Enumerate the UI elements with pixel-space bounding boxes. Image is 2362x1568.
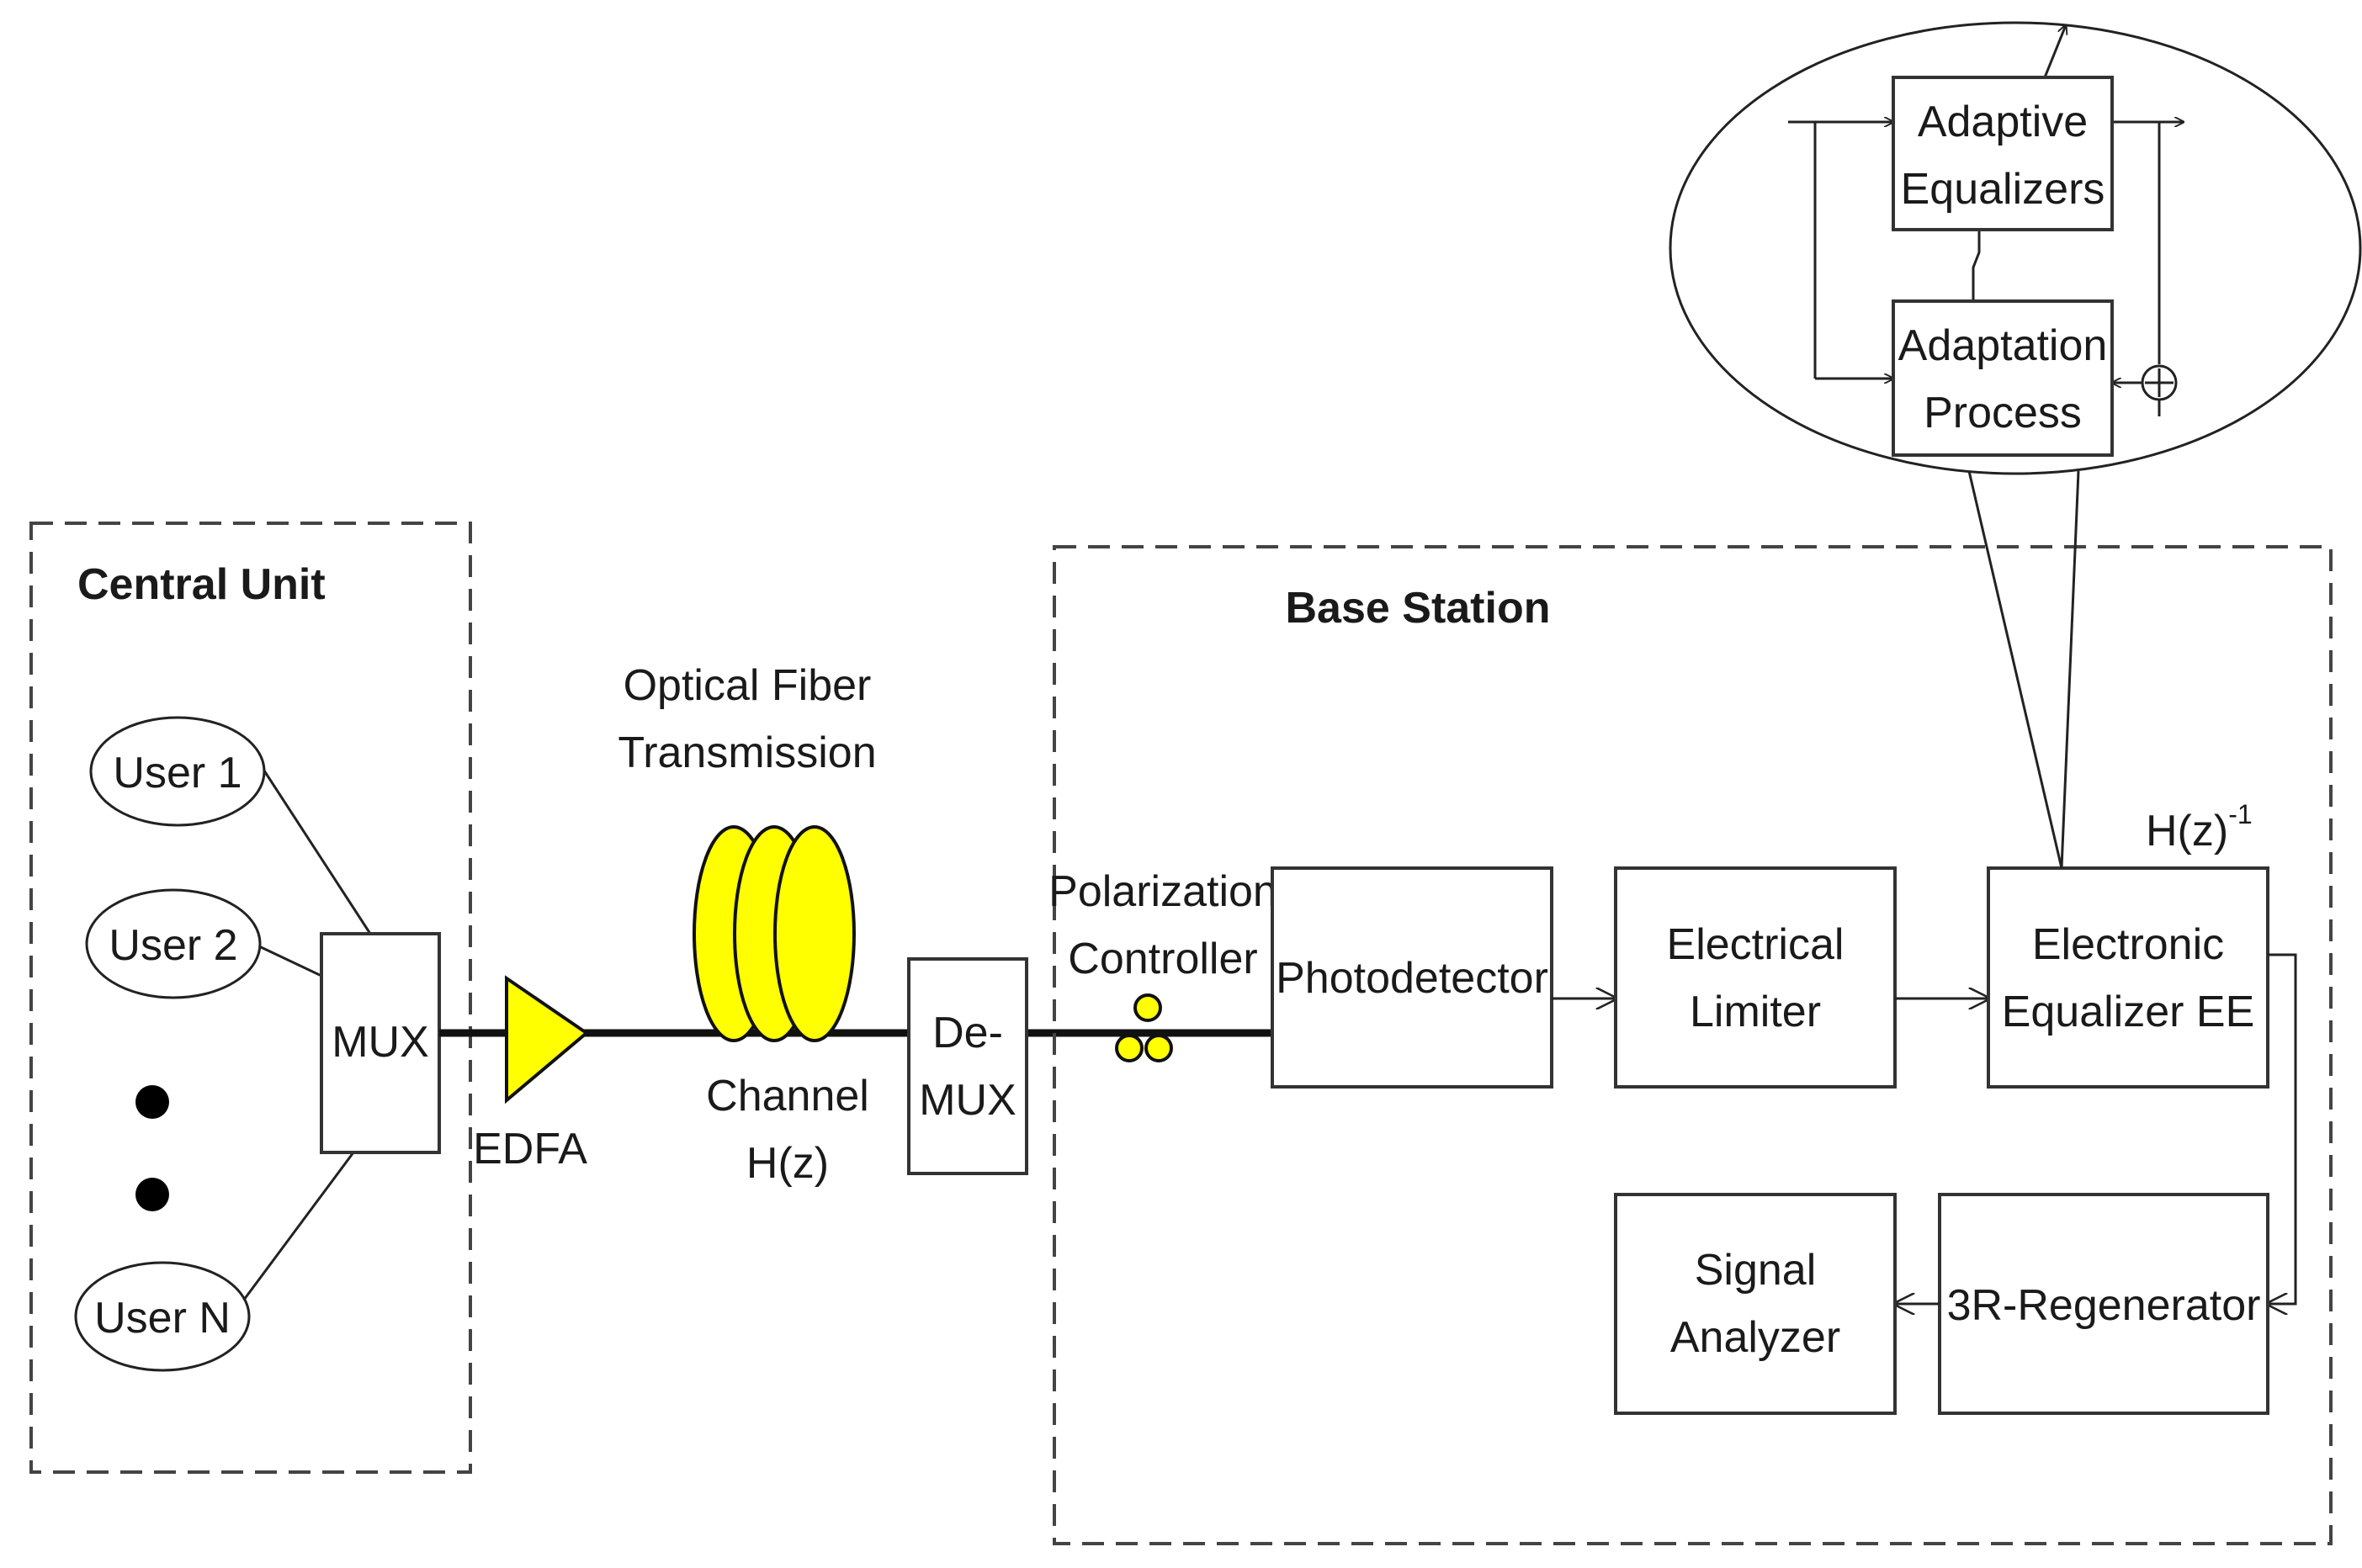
- polarization-label-line1: Polarization: [1048, 867, 1277, 916]
- fiber-spool-icon: [693, 825, 856, 1042]
- photodetector-label: Photodetector: [1276, 954, 1548, 1003]
- usern-link: [242, 1152, 355, 1300]
- regenerator-label: 3R-Regenerator: [1947, 1281, 2261, 1330]
- ellipsis-dot-bottom: [135, 1178, 169, 1211]
- analyzer-label-line1: Signal: [1695, 1246, 1817, 1295]
- limiter-label-line2: Limiter: [1690, 988, 1821, 1036]
- zoom-callout-line-right: [2060, 470, 2080, 869]
- demux-label-line1: De-: [932, 1009, 1003, 1057]
- mux-block: [320, 932, 441, 1154]
- equalizer-label-line2: Equalizer EE: [2002, 988, 2255, 1036]
- signal-analyzer-block: [1614, 1193, 1897, 1415]
- user2-link: [258, 945, 322, 977]
- equalizer-label-line1: Electronic: [2032, 920, 2224, 969]
- inverse-channel-label: H(z)-1: [2146, 799, 2253, 856]
- electrical-limiter-block: [1614, 866, 1897, 1089]
- summing-junction-icon: [2141, 364, 2178, 401]
- adaptation-label-line1: Adaptation: [1898, 321, 2108, 370]
- user1-link: [259, 765, 372, 935]
- polarization-controller-icon: [1115, 993, 1173, 1062]
- adaptive-label-line2: Equalizers: [1901, 165, 2105, 214]
- user-1-label: User 1: [113, 749, 242, 797]
- adaptation-process-block: [1892, 299, 2114, 457]
- edfa-amplifier-icon: [505, 975, 590, 1104]
- regenerator-block: [1938, 1193, 2269, 1415]
- demux-label-line2: MUX: [919, 1076, 1016, 1125]
- zoom-callout-ellipse: [1669, 21, 2362, 475]
- user-n-label: User N: [94, 1294, 231, 1343]
- user-2-node: [85, 888, 262, 999]
- adaptation-label-line2: Process: [1924, 389, 2082, 437]
- user-1-node: [89, 716, 266, 827]
- mux-label: MUX: [332, 1018, 429, 1067]
- ellipsis-dot-top: [135, 1085, 169, 1119]
- zoom-callout-line-left: [1967, 470, 2063, 869]
- adaptive-equalizers-block: [1892, 76, 2114, 231]
- central-unit-title: Central Unit: [77, 560, 326, 609]
- arrow-equalizer-to-regenerator: [2268, 953, 2297, 1304]
- base-station-title: Base Station: [1286, 584, 1551, 633]
- photodetector-block: [1271, 866, 1553, 1089]
- limiter-label-line1: Electrical: [1667, 920, 1844, 969]
- fiber-title-line2: Transmission: [618, 728, 876, 777]
- base-station-boundary: [1053, 545, 2333, 1545]
- user-n-node: [74, 1261, 251, 1372]
- user-2-label: User 2: [109, 921, 237, 970]
- zoom-signal-lines: [1788, 25, 2184, 416]
- channel-label-line2: H(z): [746, 1139, 829, 1188]
- edfa-label: EDFA: [473, 1125, 587, 1173]
- inverse-channel-base: H(z): [2146, 807, 2228, 856]
- polarization-label-line2: Controller: [1068, 935, 1257, 983]
- central-unit-boundary: [29, 522, 472, 1474]
- channel-label-line1: Channel: [706, 1072, 869, 1120]
- adaptive-label-line1: Adaptive: [1918, 98, 2088, 146]
- electronic-equalizer-block: [1987, 866, 2269, 1089]
- analyzer-label-line2: Analyzer: [1670, 1313, 1840, 1362]
- demux-block: [907, 957, 1028, 1175]
- inverse-channel-exponent: -1: [2228, 799, 2252, 829]
- fiber-title-line1: Optical Fiber: [624, 661, 872, 710]
